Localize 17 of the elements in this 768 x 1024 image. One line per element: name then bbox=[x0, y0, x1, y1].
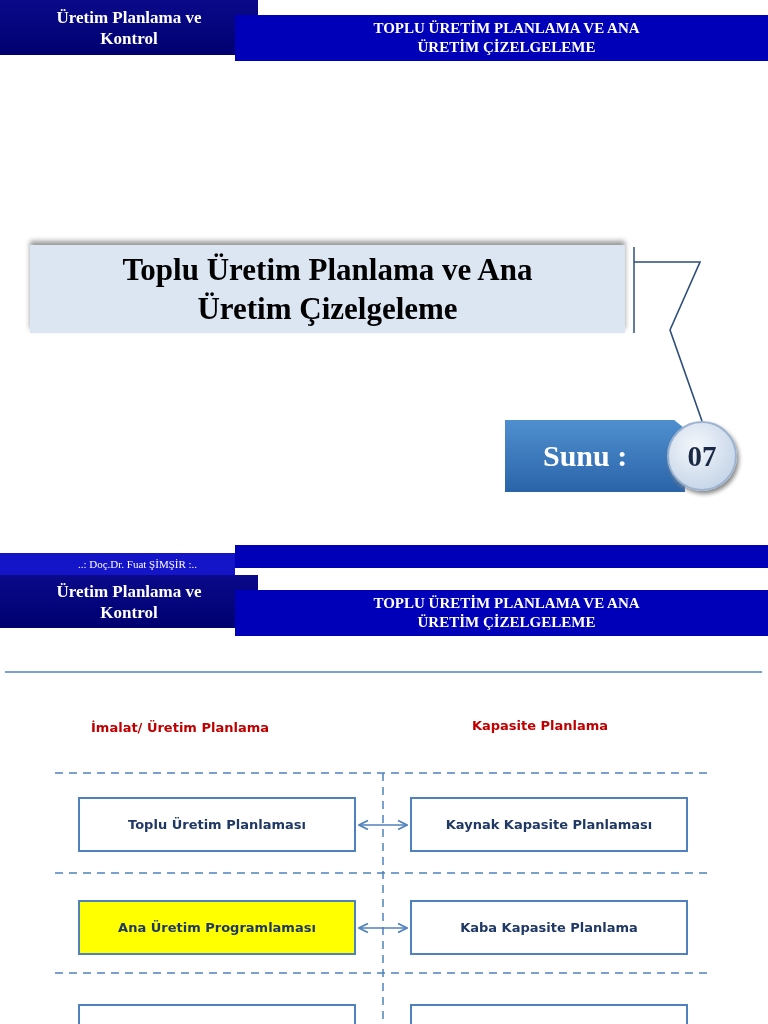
column-heading: Kapasite Planlama bbox=[470, 718, 610, 733]
process-box: Kaba Kapasite Planlama bbox=[410, 900, 688, 955]
column-heading: İmalat/ Üretim Planlama bbox=[90, 720, 270, 735]
highlighted-process-box: Ana Üretim Programlaması bbox=[78, 900, 356, 955]
process-box: Kaynak Kapasite Planlaması bbox=[410, 797, 688, 852]
process-box: Toplu Üretim Planlaması bbox=[78, 797, 356, 852]
number-circle: 07 bbox=[667, 421, 737, 491]
header-band: TOPLU ÜRETİM PLANLAMA VE ANA ÜRETİM ÇİZELGELEME bbox=[235, 590, 768, 636]
label-tab: Sunu : bbox=[505, 420, 685, 492]
header-band: TOPLU ÜRETİM PLANLAMA VE ANA ÜRETİM ÇİZELGELEME bbox=[235, 15, 768, 61]
author-band: ..: Doç.Dr. Fuat ŞİMŞİR :.. bbox=[0, 553, 235, 575]
double-arrow bbox=[358, 819, 408, 831]
title-box: Toplu Üretim Planlama ve Ana Üretim Çizelgeleme bbox=[30, 245, 625, 333]
header-box: Üretim Planlama ve Kontrol bbox=[0, 0, 258, 55]
double-arrow bbox=[358, 922, 408, 934]
connector-line bbox=[633, 261, 703, 422]
header-box: Üretim Planlama ve Kontrol bbox=[0, 575, 258, 628]
